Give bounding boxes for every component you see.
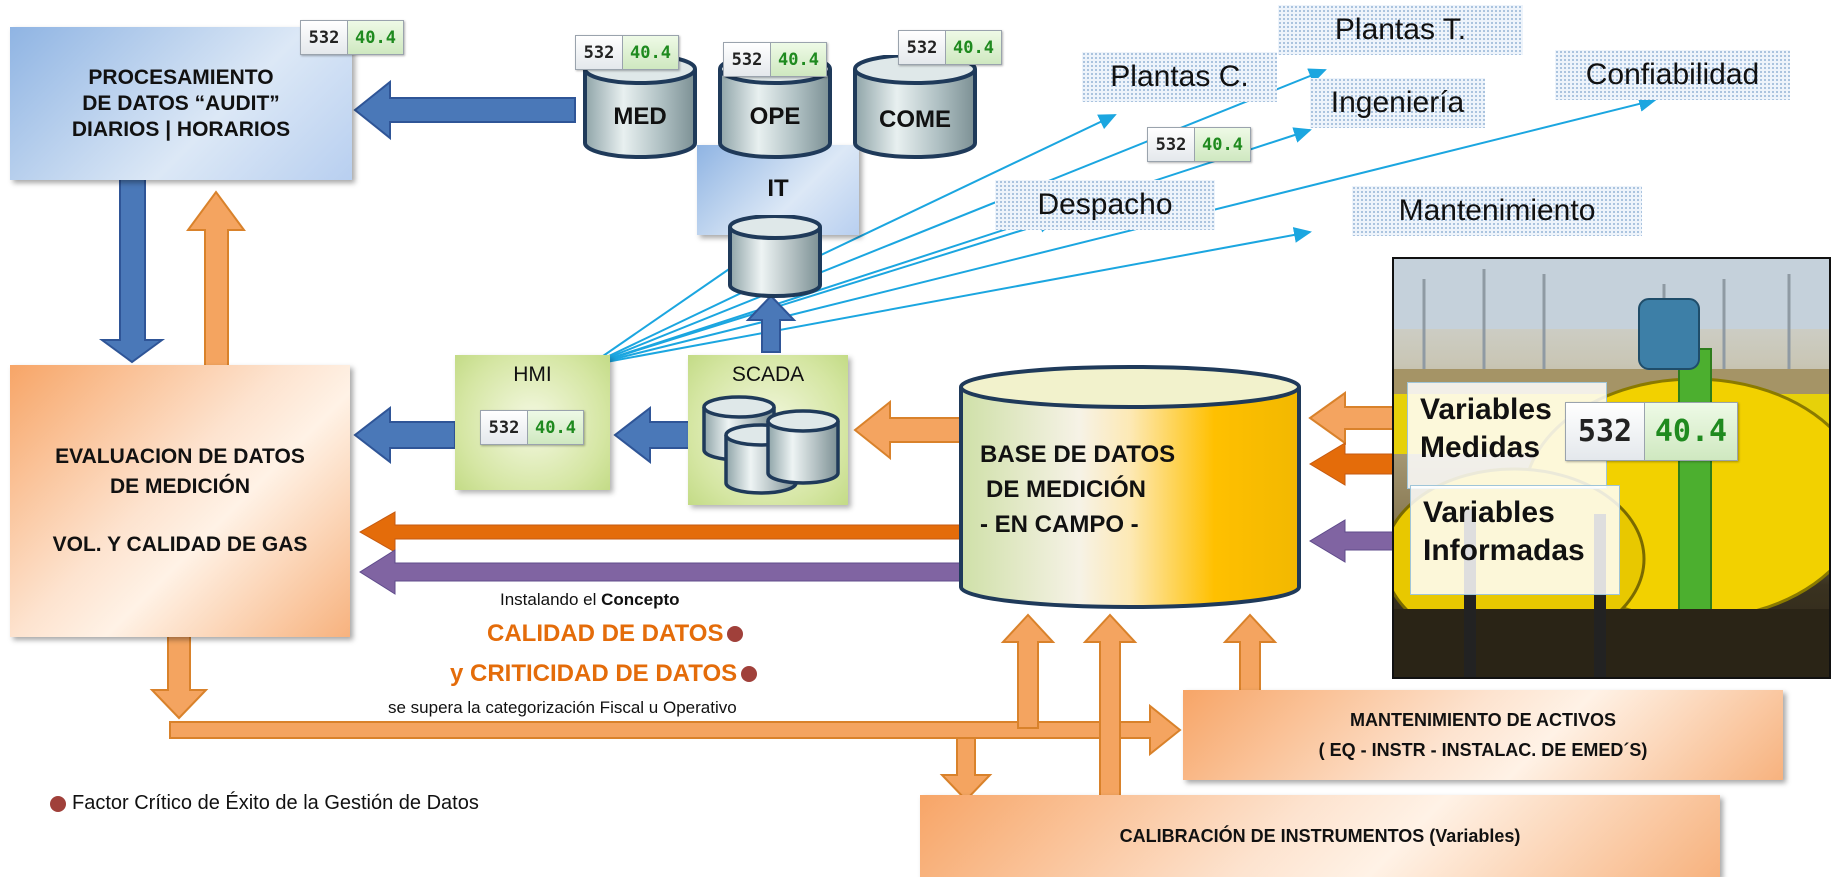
critical-factor-bullet-icon — [741, 666, 758, 682]
mantenimiento-line2: ( EQ - INSTR - INSTALAC. DE EMED´S) — [1318, 740, 1648, 760]
badge-value-left: 532 — [899, 31, 946, 64]
dest-mantenimiento-label: Mantenimiento — [1398, 194, 1596, 227]
base-line1: BASE DE DATOS — [980, 441, 1176, 468]
badge-value-right: 40.4 — [1645, 403, 1737, 460]
blue-arrows — [98, 79, 797, 465]
badge-value-left: 532 — [301, 21, 348, 54]
concept-criticidad: y CRITICIDAD DE DATOS — [450, 660, 758, 688]
dest-confiabilidad: Confiabilidad — [1555, 50, 1790, 100]
dest-mantenimiento: Mantenimiento — [1352, 186, 1642, 236]
badge-value-right: 40.4 — [771, 43, 826, 76]
db-label-med: MED — [613, 103, 667, 130]
procesamiento-line1: PROCESAMIENTO — [88, 65, 274, 89]
base-line2: DE MEDICIÓN — [986, 476, 1147, 503]
concept-installing-bold: Concepto — [601, 590, 680, 609]
evaluacion-line3: VOL. Y CALIDAD DE GAS — [52, 533, 308, 556]
database-icon — [728, 215, 822, 298]
it-label: IT — [767, 175, 789, 202]
variables-informadas-box: Variables Informadas — [1410, 485, 1620, 595]
value-badge-lines: 532 40.4 — [1147, 127, 1251, 162]
database-icon — [766, 409, 840, 485]
procesamiento-box: PROCESAMIENTO DE DATOS “AUDIT” DIARIOS |… — [10, 27, 352, 180]
dest-despacho: Despacho — [995, 180, 1215, 230]
variables-medidas-line1: Variables — [1420, 393, 1552, 426]
badge-value-right: 40.4 — [946, 31, 1001, 64]
badge-value-right: 40.4 — [623, 36, 678, 69]
critical-factor-bullet-icon — [727, 626, 744, 642]
concept-criticidad-text: y CRITICIDAD DE DATOS — [450, 660, 738, 687]
badge-value-left: 532 — [724, 43, 771, 76]
dest-plantas-t: Plantas T. — [1278, 5, 1523, 55]
mantenimiento-box: MANTENIMIENTO DE ACTIVOS ( EQ - INSTR - … — [1183, 690, 1783, 780]
evaluacion-box: EVALUACION DE DATOS DE MEDICIÓN VOL. Y C… — [10, 365, 350, 637]
hmi-label: HMI — [513, 363, 552, 386]
concept-calidad-text: CALIDAD DE DATOS — [487, 620, 724, 647]
legend-bullet-icon — [50, 795, 66, 812]
concept-installing-prefix: Instalando el — [500, 590, 597, 609]
scada-server-db — [728, 215, 822, 298]
legend-text: Factor Crítico de Éxito de la Gestión de… — [72, 792, 479, 814]
concept-calidad: CALIDAD DE DATOS — [487, 620, 744, 648]
dest-confiabilidad-label: Confiabilidad — [1585, 58, 1760, 91]
evaluacion-line2: DE MEDICIÓN — [109, 475, 250, 498]
it-databases — [583, 55, 977, 159]
value-badge-med: 532 40.4 — [575, 35, 679, 70]
calibracion-label: CALIBRACIÓN DE INSTRUMENTOS (Variables) — [1119, 825, 1521, 846]
dest-plantas-t-label: Plantas T. — [1334, 13, 1467, 46]
calibracion-box: CALIBRACIÓN DE INSTRUMENTOS (Variables) — [920, 795, 1720, 877]
variables-informadas-line1: Variables — [1423, 496, 1555, 529]
badge-value-left: 532 — [1148, 128, 1195, 161]
value-badge-hmi: 532 40.4 — [480, 410, 584, 445]
mantenimiento-line1: MANTENIMIENTO DE ACTIVOS — [1349, 710, 1616, 730]
value-badge-come: 532 40.4 — [898, 30, 1002, 65]
scada-label: SCADA — [731, 363, 805, 386]
scada-databases — [702, 395, 840, 495]
legend: Factor Crítico de Éxito de la Gestión de… — [50, 792, 479, 815]
base-datos-text: BASE DE DATOS DE MEDICIÓN - EN CAMPO - — [980, 437, 1175, 542]
base-datos-cylinder — [959, 365, 1301, 609]
procesamiento-line3: DIARIOS | HORARIOS — [71, 117, 291, 141]
dest-plantas-c: Plantas C. — [1082, 52, 1277, 102]
dest-plantas-c-label: Plantas C. — [1110, 60, 1249, 93]
variables-informadas-line2: Informadas — [1423, 534, 1585, 567]
badge-value-left: 532 — [1566, 403, 1645, 460]
concept-installing-text: Instalando el Concepto — [500, 590, 680, 610]
variables-medidas-line2: Medidas — [1420, 431, 1541, 464]
db-label-ope: OPE — [749, 103, 801, 130]
value-badge-field: 532 40.4 — [1565, 402, 1738, 461]
concept-supera-text: se supera la categorización Fiscal u Ope… — [388, 698, 737, 717]
db-label-come: COME — [879, 106, 951, 133]
badge-value-left: 532 — [481, 411, 528, 444]
badge-value-right: 40.4 — [528, 411, 583, 444]
procesamiento-line2: DE DATOS “AUDIT” — [82, 91, 280, 115]
badge-value-left: 532 — [576, 36, 623, 69]
dest-ingenieria: Ingeniería — [1310, 78, 1485, 128]
value-badge-procesamiento: 532 40.4 — [300, 20, 404, 55]
dest-despacho-label: Despacho — [1037, 188, 1173, 221]
evaluacion-line1: EVALUACION DE DATOS — [55, 445, 305, 468]
dest-ingenieria-label: Ingeniería — [1330, 86, 1465, 119]
base-line3: - EN CAMPO - — [980, 511, 1139, 538]
badge-value-right: 40.4 — [1195, 128, 1250, 161]
value-badge-ope: 532 40.4 — [723, 42, 827, 77]
badge-value-right: 40.4 — [348, 21, 403, 54]
orange-arrows — [149, 190, 1411, 802]
